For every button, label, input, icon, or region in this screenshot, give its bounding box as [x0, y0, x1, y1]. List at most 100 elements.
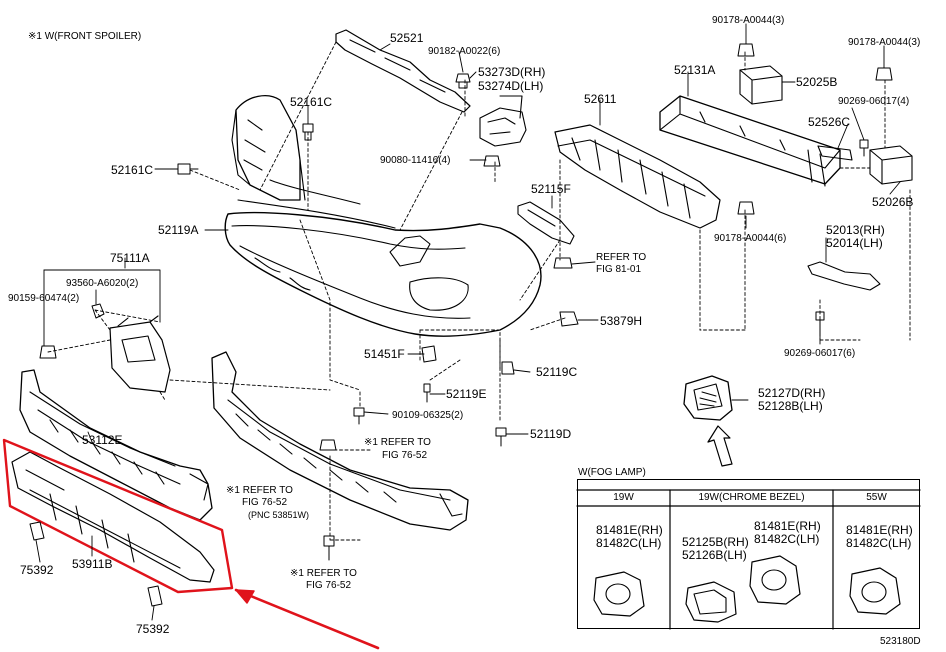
label-53274d[interactable]: 53274D(LH) — [478, 79, 544, 93]
label-90178-bottom[interactable]: 90178-A0044(6) — [714, 233, 787, 244]
ref-fig81-2[interactable]: FIG 81-01 — [596, 264, 642, 275]
label-52119e[interactable]: 52119E — [446, 387, 487, 401]
ref-fig76b-1[interactable]: ※1 REFER TO — [226, 485, 293, 496]
dashed-leaders — [47, 41, 911, 541]
clip-52119c — [501, 361, 515, 375]
label-52161c-left[interactable]: 52161C — [111, 163, 154, 177]
lower-spoiler-53911b[interactable] — [11, 451, 215, 583]
label-leaders — [35, 23, 901, 621]
header-note: ※1 W(FRONT SPOILER) — [28, 31, 142, 42]
label-52119d[interactable]: 52119D — [530, 427, 572, 441]
label-81481e-c3[interactable]: 81481E(RH) — [846, 523, 913, 537]
bumper-cover-52119a[interactable] — [224, 95, 542, 337]
bracket-52526c[interactable] — [817, 145, 853, 161]
fog-cover-19w[interactable] — [593, 571, 645, 617]
label-52119c[interactable]: 52119C — [536, 365, 578, 379]
label-52611[interactable]: 52611 — [584, 92, 617, 106]
fog-table-lines — [576, 489, 921, 630]
bracket-53273d[interactable] — [479, 95, 527, 147]
label-52161c-top[interactable]: 52161C — [290, 95, 333, 109]
clip-93560 — [91, 303, 105, 319]
label-90182[interactable]: 90182-A0022(6) — [428, 46, 501, 57]
ref-fig76a-1[interactable]: ※1 REFER TO — [364, 437, 431, 448]
label-52521[interactable]: 52521 — [390, 31, 424, 45]
label-75392-bottom[interactable]: 75392 — [136, 622, 170, 636]
clip-refer81 — [553, 257, 573, 269]
clip-52161c-left — [177, 163, 199, 175]
label-81482c-c2[interactable]: 81482C(LH) — [754, 532, 820, 546]
label-81481e-c2[interactable]: 81481E(RH) — [754, 519, 821, 533]
label-75392-left[interactable]: 75392 — [20, 563, 54, 577]
clip-53879h — [559, 311, 579, 327]
label-53911b[interactable]: 53911B — [72, 557, 113, 571]
label-52026b[interactable]: 52026B — [872, 195, 914, 209]
label-52127d[interactable]: 52127D(RH) — [758, 386, 826, 400]
bracket-52115f[interactable] — [517, 201, 575, 245]
clip-75392-bottom — [147, 585, 163, 607]
clip-refer76a — [319, 439, 337, 451]
retainer-52521[interactable] — [335, 29, 471, 113]
label-52131a[interactable]: 52131A — [674, 63, 716, 77]
screw-90269-top — [859, 139, 869, 157]
fog-col-19w: 19W — [613, 492, 634, 503]
label-53273d[interactable]: 53273D(RH) — [478, 65, 546, 79]
label-81481e-c1[interactable]: 81481E(RH) — [596, 523, 663, 537]
label-90080[interactable]: 90080-11416(4) — [380, 155, 451, 166]
bracket-52025b[interactable] — [739, 65, 783, 105]
label-81482c-c1[interactable]: 81482C(LH) — [596, 536, 662, 550]
highlight-arrow — [234, 588, 380, 650]
label-90178-right[interactable]: 90178-A0044(3) — [848, 37, 921, 48]
fog-lamp-title: W(FOG LAMP) — [578, 467, 646, 478]
label-52014[interactable]: 52014(LH) — [826, 236, 883, 250]
callout-arrow — [707, 425, 733, 467]
label-90178-top[interactable]: 90178-A0044(3) — [712, 15, 785, 26]
ref-fig76b-2[interactable]: FIG 76-52 — [242, 497, 288, 508]
label-90269-bottom[interactable]: 90269-06017(6) — [784, 348, 856, 359]
reinforcement-52131a[interactable] — [659, 95, 841, 187]
label-52526c[interactable]: 52526C — [808, 115, 851, 129]
license-bracket-75111a[interactable] — [109, 315, 171, 393]
label-52125b[interactable]: 52125B(RH) — [682, 535, 749, 549]
label-51451f[interactable]: 51451F — [364, 347, 405, 361]
label-90159[interactable]: 90159-60474(2) — [8, 293, 80, 304]
label-53112e[interactable]: 53112E — [82, 433, 123, 447]
fog-bezel-52127d[interactable] — [683, 375, 733, 421]
clip-75392-left — [29, 521, 45, 541]
nut-90178-bottom — [737, 201, 755, 215]
fog-cover-19w-chrome[interactable] — [749, 555, 801, 605]
label-75111a[interactable]: 75111A — [110, 251, 150, 265]
fog-bezel-52125b[interactable] — [685, 581, 737, 623]
label-52119a[interactable]: 52119A — [158, 223, 199, 237]
ref-fig76b-3[interactable]: (PNC 53851W) — [248, 510, 310, 520]
label-52128b[interactable]: 52128B(LH) — [758, 399, 823, 413]
label-52013[interactable]: 52013(RH) — [826, 223, 885, 237]
ref-fig76c-1[interactable]: ※1 REFER TO — [290, 568, 357, 579]
bracket-52026b[interactable] — [869, 145, 913, 185]
label-52115f[interactable]: 52115F — [531, 182, 571, 196]
bracket-52013[interactable] — [807, 261, 881, 291]
screw-52119e — [423, 383, 431, 403]
label-90109[interactable]: 90109-06325(2) — [392, 410, 464, 421]
fog-col-55w: 55W — [866, 492, 887, 503]
ref-fig76c-2[interactable]: FIG 76-52 — [306, 580, 352, 591]
label-52126b[interactable]: 52126B(LH) — [682, 548, 747, 562]
label-52025b[interactable]: 52025B — [796, 75, 838, 89]
clip-51451f — [421, 345, 437, 363]
ref-fig76a-2[interactable]: FIG 76-52 — [382, 450, 428, 461]
absorber-52611[interactable] — [554, 124, 721, 229]
screw-refer76c — [323, 535, 335, 561]
nut-90178-top — [737, 43, 755, 57]
lower-grille-53112e[interactable] — [19, 369, 213, 521]
nut-90080 — [483, 155, 501, 167]
label-93560[interactable]: 93560-A6020(2) — [66, 278, 139, 289]
fog-cover-55w[interactable] — [849, 567, 901, 615]
fog-col-19w-chrome: 19W(CHROME BEZEL) — [698, 492, 805, 503]
label-90269-top[interactable]: 90269-06017(4) — [838, 96, 910, 107]
ref-fig81-1[interactable]: REFER TO — [596, 252, 647, 263]
nut-90178-right — [875, 67, 893, 81]
label-81482c-c3[interactable]: 81482C(LH) — [846, 536, 912, 550]
label-53879h[interactable]: 53879H — [600, 314, 643, 328]
fog-lamp-table — [577, 479, 920, 629]
